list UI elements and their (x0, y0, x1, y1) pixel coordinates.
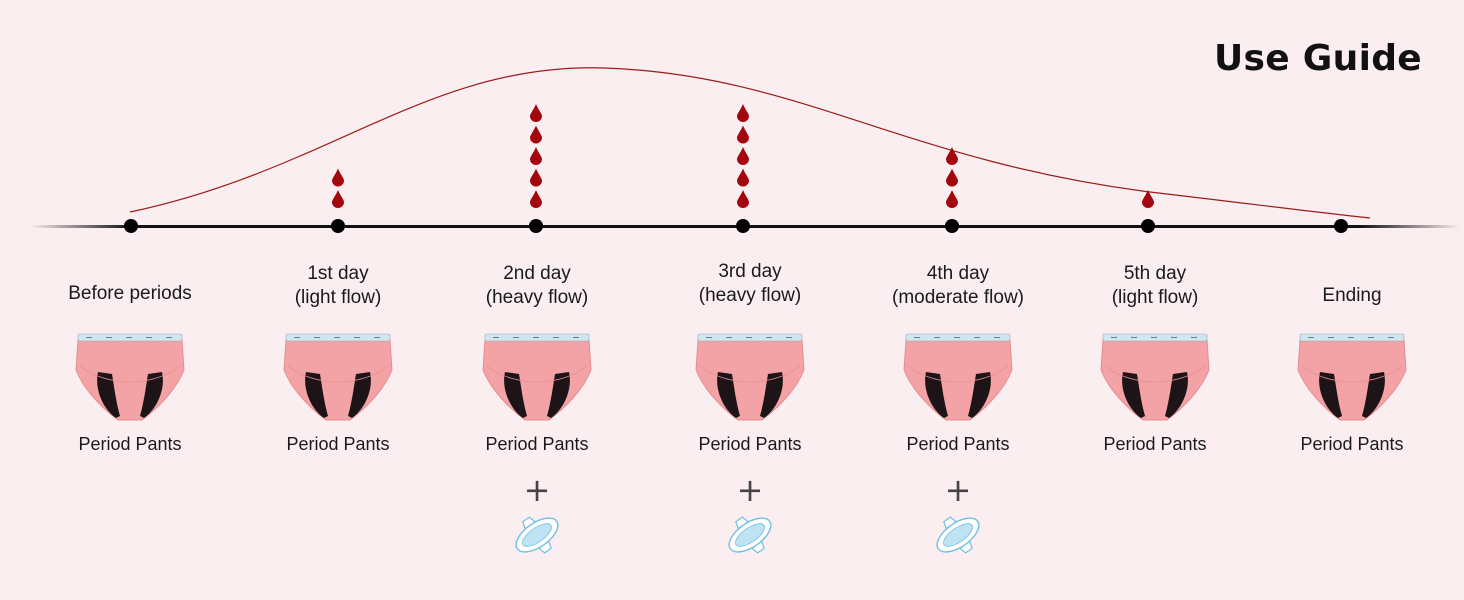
sanitary-pad-icon (728, 516, 772, 554)
blood-drop-icon (737, 190, 749, 208)
period-pants-icon (903, 333, 1013, 421)
sanitary-pad-image (509, 510, 565, 560)
blood-drop-icon (332, 190, 344, 208)
timeline-dot (1334, 219, 1348, 233)
blood-drop-icon (946, 168, 958, 187)
stage-column: 3rd day (heavy flow) Period Pants + (650, 258, 850, 578)
period-pants-icon (283, 333, 393, 421)
period-pants-icon (75, 333, 185, 421)
stage-column: Before periods Period Pants (30, 258, 230, 578)
timeline-dot (1141, 219, 1155, 233)
period-pants-image (479, 330, 595, 426)
blood-drop-icon (530, 147, 542, 165)
blood-drop-icon (737, 104, 749, 122)
plus-icon: + (523, 471, 551, 509)
pants-caption: Period Pants (485, 434, 589, 454)
timeline-dot (945, 219, 959, 233)
stage-label-line: (light flow) (294, 287, 382, 308)
stage-label: 2nd day (heavy flow) (437, 262, 637, 310)
period-pants-icon (695, 333, 805, 421)
stage-column: 5th day (light flow) Period Pants (1055, 258, 1255, 578)
blood-drop-icon (332, 168, 344, 187)
pants-caption: Period Pants (698, 434, 802, 454)
stage-label-line: (moderate flow) (892, 287, 1024, 308)
blood-drop-icon (946, 190, 958, 208)
blood-drop-icon (530, 168, 542, 187)
sanitary-pad-image (722, 510, 778, 560)
pants-caption: Period Pants (78, 434, 182, 454)
flow-intensity-curve (129, 67, 1371, 219)
blood-drop-icon (1142, 190, 1154, 208)
period-pants-image (280, 330, 396, 426)
blood-drop-icon (946, 147, 958, 165)
blood-drop-icon (530, 104, 542, 122)
blood-drop-icon (737, 147, 749, 165)
stage-label-line: 3rd day (718, 261, 782, 282)
blood-drop-icon (737, 168, 749, 187)
stage-label-line: Before periods (68, 283, 192, 304)
pants-caption: Period Pants (286, 434, 390, 454)
stage-label-line: (heavy flow) (698, 285, 802, 306)
stage-column: Ending Period Pants (1252, 258, 1452, 578)
sanitary-pad-icon (515, 516, 559, 554)
plus-icon: + (944, 471, 972, 509)
period-pants-image (692, 330, 808, 426)
stage-label-line: 1st day (307, 263, 369, 284)
timeline-dot (331, 219, 345, 233)
stage-column: 2nd day (heavy flow) Period Pants + (437, 258, 637, 578)
pants-caption: Period Pants (906, 434, 1010, 454)
sanitary-pad-icon (936, 516, 980, 554)
period-pants-icon (1100, 333, 1210, 421)
stage-column: 4th day (moderate flow) Period Pants + (858, 258, 1058, 578)
period-pants-image (1097, 330, 1213, 426)
stage-label: 4th day (moderate flow) (858, 262, 1058, 310)
blood-drop-icon (530, 190, 542, 208)
period-pants-image (900, 330, 1016, 426)
period-pants-image (1294, 330, 1410, 426)
period-pants-icon (1297, 333, 1407, 421)
period-pants-icon (482, 333, 592, 421)
stage-label-line: 2nd day (503, 263, 571, 284)
timeline-dot (529, 219, 543, 233)
stage-label: 3rd day (heavy flow) (650, 260, 850, 308)
stage-label: 1st day (light flow) (238, 262, 438, 310)
stage-label: Ending (1252, 284, 1452, 308)
stage-label-line: 5th day (1123, 263, 1187, 284)
pants-caption: Period Pants (1103, 434, 1207, 454)
stage-label: Before periods (30, 282, 230, 306)
stage-column: 1st day (light flow) Period Pants (238, 258, 438, 578)
stage-label: 5th day (light flow) (1055, 262, 1255, 310)
timeline-dot (736, 219, 750, 233)
period-pants-image (72, 330, 188, 426)
stage-label-line: 4th day (926, 263, 990, 284)
plus-icon: + (736, 471, 764, 509)
blood-drop-icon (737, 125, 749, 144)
pants-caption: Period Pants (1300, 434, 1404, 454)
stage-label-line: (light flow) (1111, 287, 1199, 308)
sanitary-pad-image (930, 510, 986, 560)
timeline-dot (124, 219, 138, 233)
blood-drop-icon (530, 125, 542, 144)
stage-label-line: (heavy flow) (485, 287, 589, 308)
stage-label-line: Ending (1322, 285, 1382, 306)
page-title: Use Guide (1213, 38, 1422, 79)
